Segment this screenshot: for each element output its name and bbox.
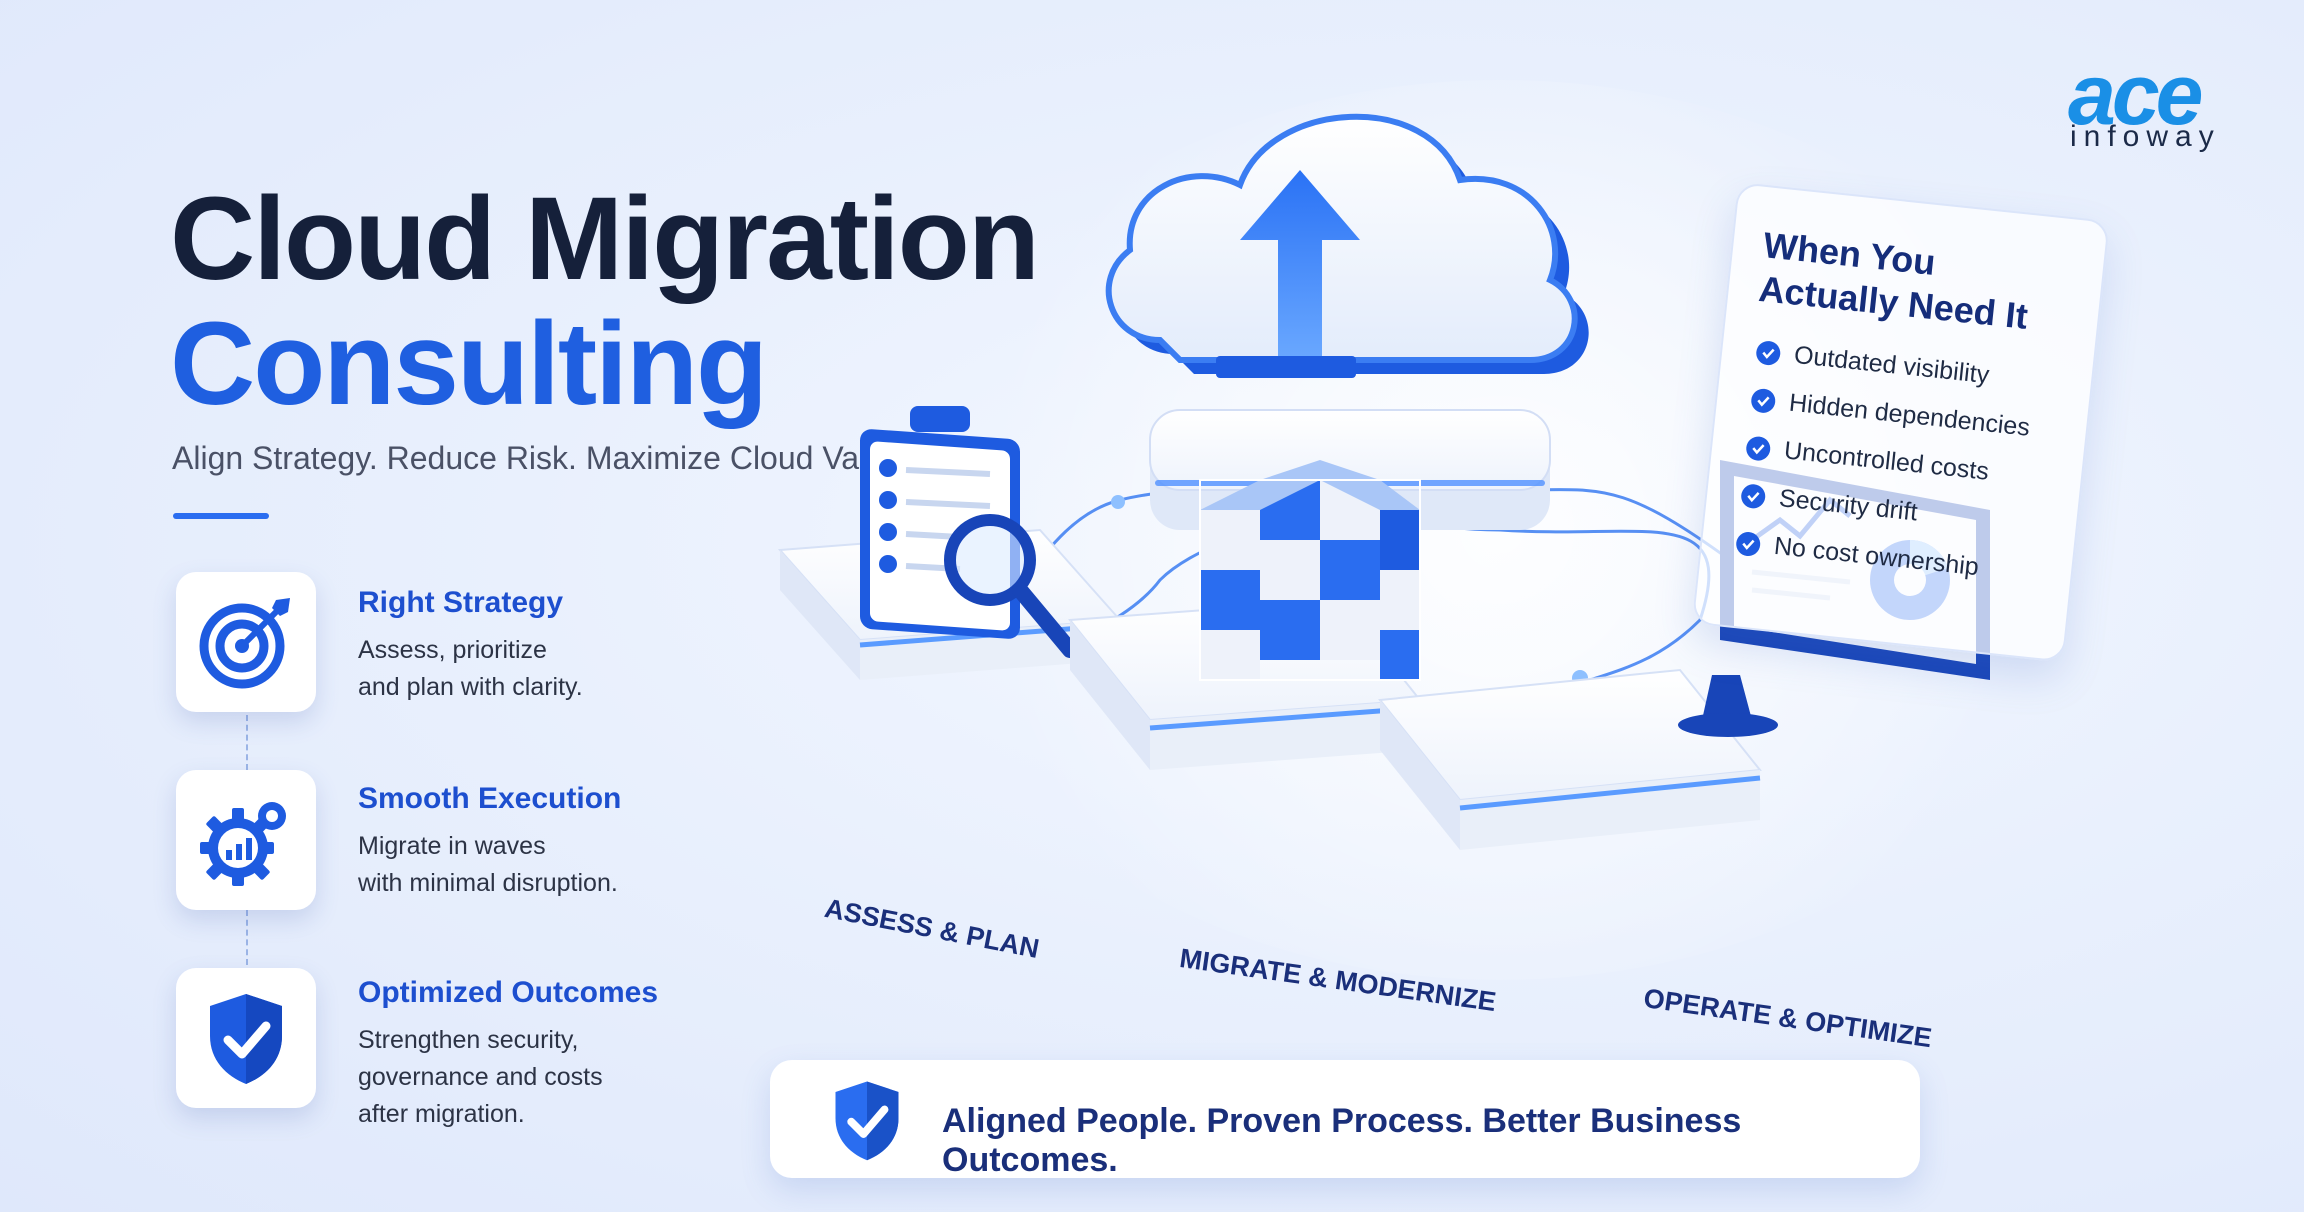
- feature-desc: Migrate in waves: [358, 832, 546, 860]
- feature-desc: governance and costs: [358, 1063, 603, 1091]
- check-icon: [1740, 482, 1767, 510]
- need-item: Security drift: [1740, 480, 1919, 527]
- bottom-banner: Aligned People. Proven Process. Better B…: [770, 1060, 1920, 1179]
- check-icon: [1735, 530, 1762, 557]
- brand-logo: ace: [2068, 47, 2203, 143]
- need-card-title: When You Actually Need It: [1756, 224, 2030, 337]
- feature-connector: [246, 910, 248, 965]
- feature-icon-box: [176, 572, 316, 712]
- banner-text: Aligned People. Proven Process. Better B…: [942, 1102, 1742, 1179]
- platform-operate: [1378, 668, 1762, 850]
- cloud-upload-icon: [1105, 113, 1589, 378]
- check-icon: [1750, 387, 1777, 414]
- feature-icon-box: [176, 968, 316, 1108]
- accent-divider: [173, 513, 269, 519]
- shield-check-icon: [210, 994, 282, 1084]
- feature-title: Optimized Outcomes: [358, 976, 659, 1009]
- need-item: Uncontrolled costs: [1745, 432, 1990, 486]
- check-icon: [1755, 339, 1782, 366]
- need-item: Outdated visibility: [1755, 337, 1991, 390]
- clipboard-magnifier-icon: [860, 406, 1078, 658]
- feature-desc: with minimal disruption.: [358, 869, 618, 897]
- need-item: No cost ownership: [1735, 528, 1980, 582]
- feature-desc: after migration.: [358, 1100, 525, 1128]
- feature-desc: Strengthen security,: [358, 1026, 579, 1054]
- feature-title: Right Strategy: [358, 586, 564, 619]
- cubes-icon: [1199, 460, 1421, 681]
- target-icon: [199, 598, 290, 689]
- feature-connector: [246, 715, 248, 770]
- feature-title: Smooth Execution: [358, 782, 622, 815]
- check-icon: [1745, 434, 1772, 462]
- shield-check-icon: [835, 1081, 899, 1161]
- feature-desc: and plan with clarity.: [358, 673, 583, 701]
- brand-logo-sub: infoway: [2070, 120, 2221, 153]
- feature-icon-box: [176, 770, 316, 910]
- page-title-line1: Cloud Migration: [170, 173, 1040, 305]
- gear-chart-icon: [200, 802, 286, 886]
- tagline: Align Strategy. Reduce Risk. Maximize Cl…: [172, 440, 911, 476]
- need-item: Hidden dependencies: [1750, 385, 2031, 443]
- page-title-line2: Consulting: [170, 298, 768, 430]
- need-card: When You Actually Need It Outdated visib…: [1691, 182, 2110, 663]
- feature-desc: Assess, prioritize: [358, 636, 547, 664]
